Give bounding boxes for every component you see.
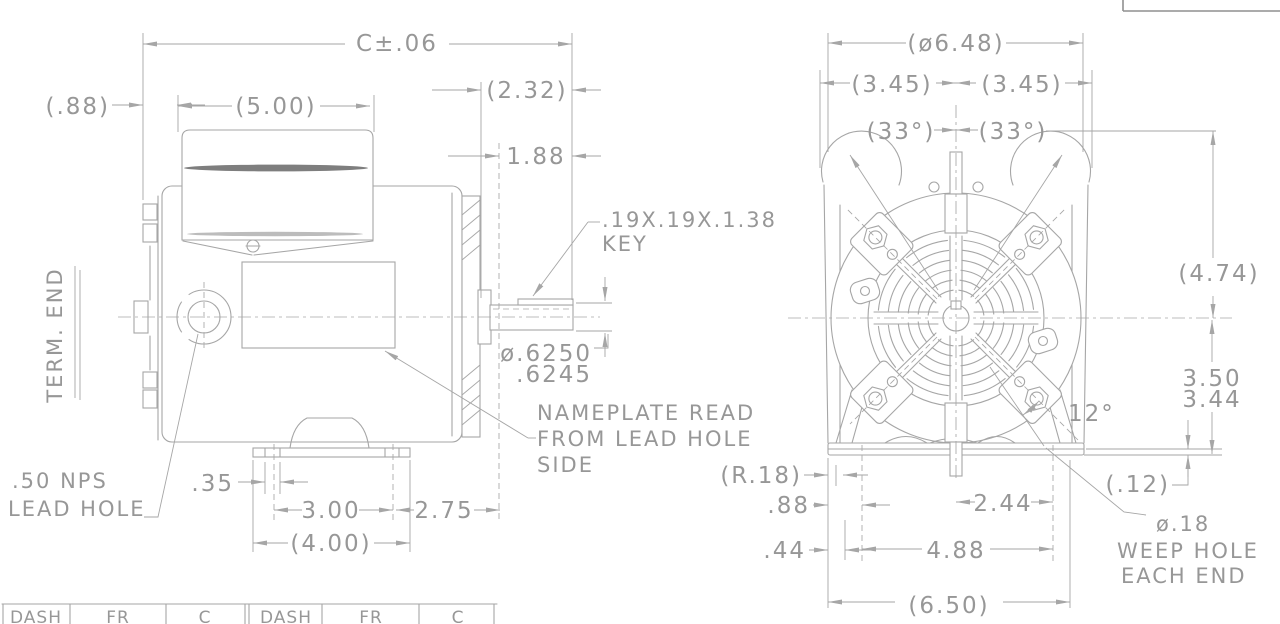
key-spec-line1: .19X.19X.1.38 [602, 208, 777, 232]
weep-hole-label-line1: ø.18 [1156, 512, 1210, 536]
side-dim-c: C±.06 [356, 31, 438, 57]
cover-screw-right [972, 181, 984, 193]
mounting-foot [252, 447, 411, 458]
table-header-dash-2: DASH [260, 608, 312, 624]
rear-dim-12: 12° [1068, 401, 1115, 427]
rear-dim-344: 3.44 [1182, 387, 1241, 413]
rear-dim-33-right: (33°) [979, 119, 1048, 145]
rear-dim-33-left: (33°) [867, 119, 936, 145]
cover-screw-left [928, 181, 940, 193]
rear-extension-lines [819, 33, 1222, 608]
side-dim-300: 3.00 [301, 498, 360, 524]
side-dim-035: .35 [191, 471, 234, 497]
right-ear-hole [1037, 335, 1049, 347]
box-vent-slot [184, 164, 368, 172]
rear-dim-474: (4.74) [1178, 261, 1259, 287]
table-header-c-1: C [199, 608, 212, 624]
left-ear-hole [859, 285, 871, 297]
lead-hole-label-line1: .50 NPS [12, 469, 108, 493]
capacitor-box [181, 129, 374, 241]
frame-dimension-table: DASH FR C DASH FR C [1, 603, 498, 624]
key-spec-line2: KEY [602, 232, 648, 256]
side-dim-088: (.88) [45, 94, 110, 120]
side-view: C±.06 (.88) (5.00) (2.32) 1.88 .19X.19X.… [8, 31, 777, 557]
side-dim-275: 2.75 [414, 498, 473, 524]
side-dim-400: (4.00) [290, 531, 371, 557]
side-dim-500: (5.00) [235, 94, 316, 120]
lead-hole-label-line2: LEAD HOLE [8, 497, 145, 521]
nameplate-note-line3: SIDE [537, 453, 594, 477]
nameplate [241, 261, 396, 349]
term-end-label: TERM. END [43, 267, 67, 403]
shaft-dia-line2: .6245 [516, 362, 592, 388]
rear-dim-012: (.12) [1105, 472, 1170, 498]
rear-dim-r18: (R.18) [720, 463, 802, 489]
rear-construction-lines [788, 105, 1232, 478]
nameplate-note-line1: NAMEPLATE READ [537, 401, 755, 425]
rear-dim-088: .88 [767, 493, 810, 519]
title-block-corner [1122, 0, 1280, 12]
left-lug [820, 130, 903, 186]
rear-dim-650: (6.50) [908, 593, 989, 619]
rear-view: (ø6.48) (3.45) (3.45) (33°) (33°) (4.74)… [720, 31, 1259, 619]
rear-dim-488: 4.88 [926, 538, 985, 564]
rear-dim-648: (ø6.48) [907, 31, 1004, 57]
shaft [489, 304, 574, 331]
table-header-dash-1: DASH [10, 608, 62, 624]
bracket-hatching [461, 199, 481, 426]
weep-hole-label-line3: EACH END [1121, 564, 1247, 588]
side-dim-188: 1.88 [506, 144, 565, 170]
fan-grille-spokes [873, 235, 1039, 401]
weep-hole-label-line2: WEEP HOLE [1117, 539, 1259, 563]
rear-dimension-lines [804, 40, 1216, 605]
rear-dim-350: 3.50 [1182, 366, 1241, 392]
side-extension-lines [142, 33, 612, 552]
rear-dim-345-left: (3.45) [851, 72, 932, 98]
side-dimension-lines [112, 41, 608, 546]
rear-dim-244: 2.44 [973, 491, 1032, 517]
shaft-dia-line1: ø.6250 [500, 341, 592, 367]
side-dim-232: (2.32) [486, 78, 567, 104]
rear-dim-044: .44 [763, 538, 806, 564]
table-header-fr-2: FR [359, 608, 383, 624]
table-header-c-2: C [452, 608, 465, 624]
rear-dim-345-right: (3.45) [981, 72, 1062, 98]
table-header-fr-1: FR [106, 608, 130, 624]
shaft-key [517, 298, 574, 306]
nameplate-note-line2: FROM LEAD HOLE [537, 427, 752, 451]
